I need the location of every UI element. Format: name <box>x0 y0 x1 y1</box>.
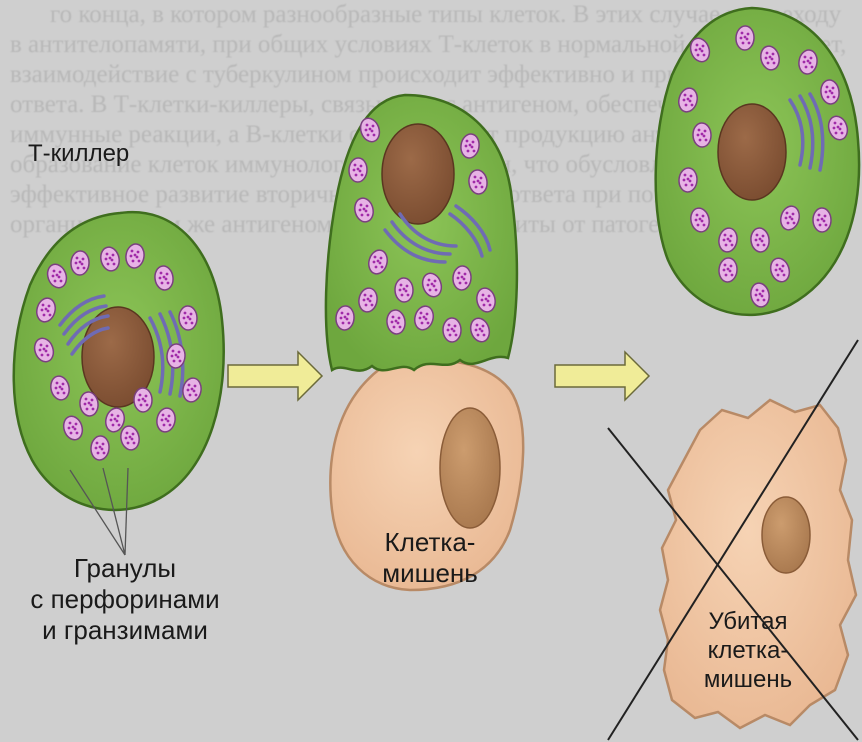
granule <box>443 318 461 342</box>
t-killer-nucleus <box>718 104 786 200</box>
granules-label-line-1: Гранулы <box>0 553 250 584</box>
arrow-right-icon <box>555 352 649 400</box>
t-killer-cell-panel-2 <box>326 95 517 371</box>
killed-target-label: Убитая клетка- мишень <box>668 608 828 694</box>
killed-label-line-3: мишень <box>668 666 828 695</box>
target-label-line-1: Клетка- <box>360 527 500 558</box>
t-killer-cell-panel-3 <box>656 8 859 315</box>
granule <box>134 388 152 412</box>
granules-label-line-2: с перфоринами <box>0 584 250 615</box>
granule <box>348 158 367 183</box>
target-label-line-2: мишень <box>360 558 500 589</box>
t-killer-cell-panel-1 <box>14 212 224 555</box>
arrow-right-icon <box>228 352 322 400</box>
granule <box>179 306 198 331</box>
t-killer-nucleus <box>382 124 454 224</box>
granules-label-line-3: и гранзимами <box>0 615 250 646</box>
granule <box>813 208 831 232</box>
killed-target-nucleus <box>762 497 810 573</box>
killed-label-line-1: Убитая <box>668 608 828 637</box>
target-nucleus <box>440 408 500 528</box>
granule <box>395 278 414 303</box>
killed-label-line-2: клетка- <box>668 637 828 666</box>
granule <box>693 123 712 148</box>
granules-label: Гранулы с перфоринами и гранзимами <box>0 553 250 647</box>
target-cell-label: Клетка- мишень <box>360 527 500 589</box>
granule <box>70 251 89 276</box>
granule <box>735 26 754 51</box>
t-killer-label: Т-киллер <box>28 140 129 169</box>
